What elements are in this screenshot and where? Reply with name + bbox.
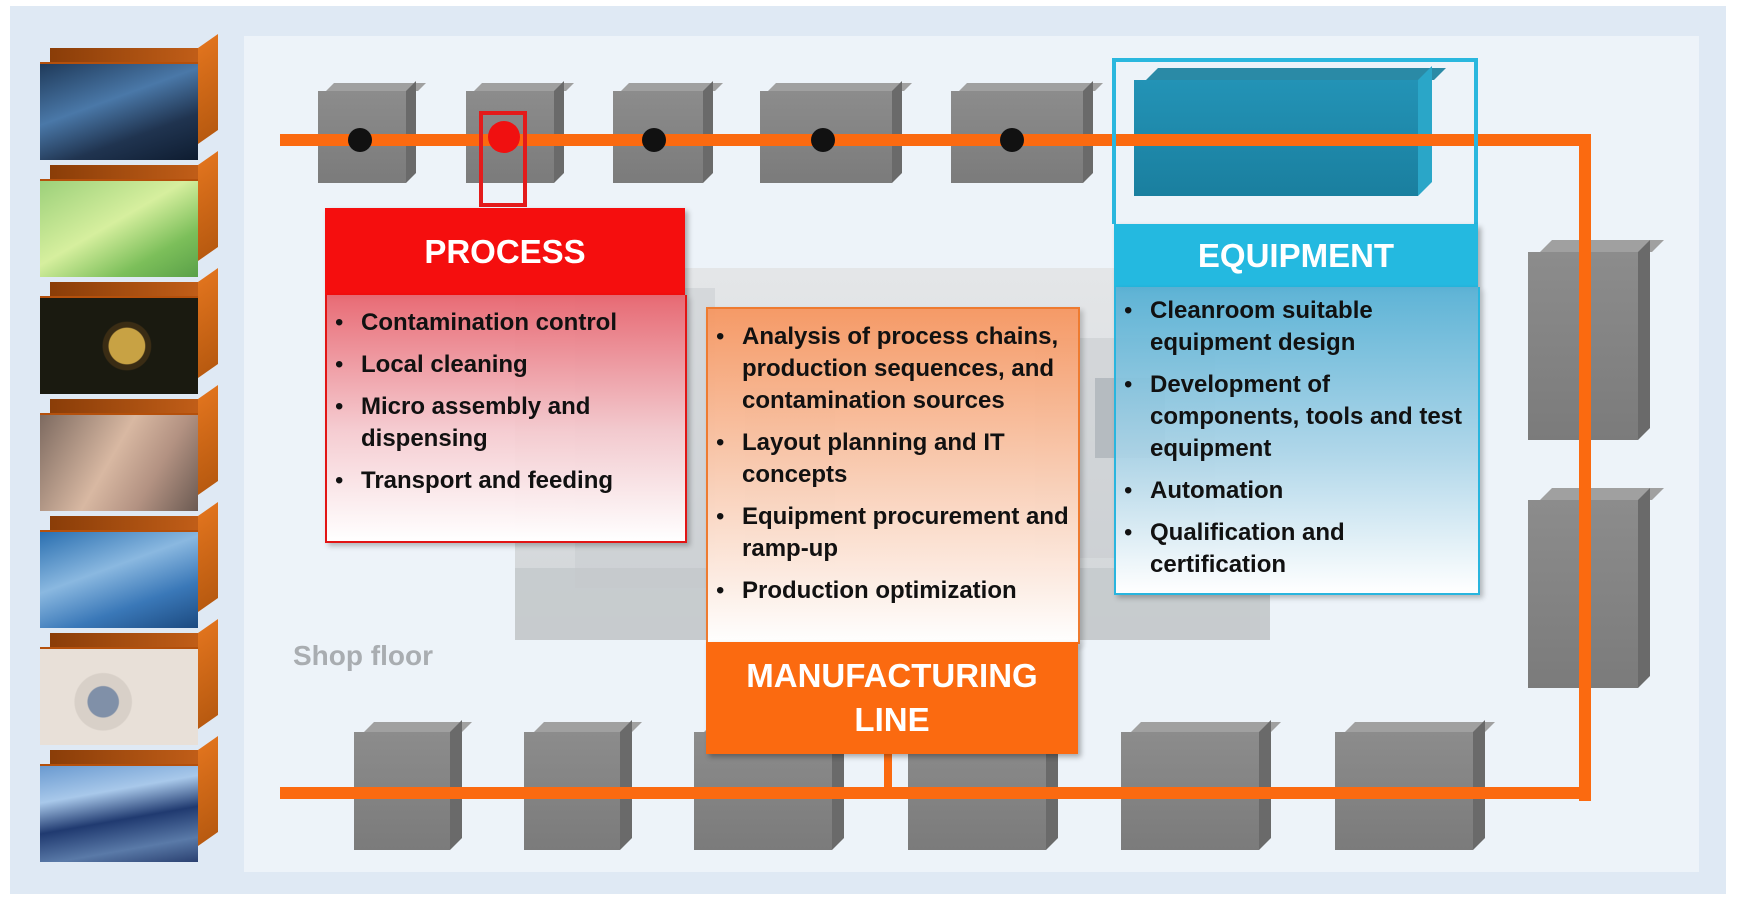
manufacturing-item: •Layout planning and IT concepts [716, 429, 1005, 488]
machine-bottom-1 [354, 720, 472, 850]
machine-bottom-6 [1335, 720, 1495, 850]
process-list-box: •Contamination control •Local cleaning •… [325, 295, 687, 543]
thumbnail-micro-parts [40, 618, 218, 745]
process-title: PROCESS [325, 208, 685, 295]
manufacturing-title-line1: MANUFACTURING [746, 657, 1038, 694]
process-item: •Local cleaning [335, 351, 528, 378]
process-item: •Contamination control [335, 309, 617, 336]
manufacturing-item: •Equipment procurement and ramp-up [716, 503, 1069, 562]
process-list: •Contamination control •Local cleaning •… [327, 307, 685, 497]
manufacturing-item: •Production optimization [716, 577, 1017, 604]
thumbnail-gears [40, 501, 218, 628]
line-station-dot [348, 128, 372, 152]
machine-bottom-2 [524, 720, 642, 850]
equipment-item: •Development of components, tools and te… [1124, 371, 1463, 462]
transport-line-top [280, 134, 1591, 146]
equipment-highlight-frame [1112, 58, 1478, 224]
process-item: •Micro assembly and dispensing [335, 393, 591, 452]
thumbnail-hands-with-part [40, 384, 218, 511]
line-station-dot [1000, 128, 1024, 152]
manufacturing-title: MANUFACTURING LINE [706, 642, 1078, 754]
thumbnail-pipettes [40, 150, 218, 277]
manufacturing-list-box: •Analysis of process chains, production … [706, 307, 1080, 644]
equipment-list-box: •Cleanroom suitable equipment design •De… [1114, 287, 1480, 595]
thumbnail-circuit-board [40, 267, 218, 394]
equipment-list: •Cleanroom suitable equipment design •De… [1116, 295, 1478, 581]
line-station-dot [811, 128, 835, 152]
equipment-item: •Cleanroom suitable equipment design [1124, 297, 1373, 356]
manufacturing-item: •Analysis of process chains, production … [716, 323, 1059, 414]
machine-top-5 [951, 81, 1103, 183]
thumbnail-microchip-assembly [40, 33, 218, 160]
thumbnail-solar-panels [40, 735, 218, 862]
process-highlight-frame [479, 111, 527, 207]
equipment-item: •Qualification and certification [1124, 519, 1345, 578]
process-station-dot [488, 121, 520, 153]
shop-floor-label: Shop floor [293, 640, 433, 671]
transport-line-bottom [280, 787, 1591, 799]
equipment-title: EQUIPMENT [1114, 224, 1478, 287]
transport-line-right [1579, 134, 1591, 801]
manufacturing-list: •Analysis of process chains, production … [708, 321, 1078, 607]
equipment-item: •Automation [1124, 477, 1284, 504]
manufacturing-title-line2: LINE [854, 701, 930, 738]
manufacturing-connector [884, 754, 892, 794]
machine-bottom-5 [1121, 720, 1281, 850]
process-item: •Transport and feeding [335, 467, 614, 494]
line-station-dot [642, 128, 666, 152]
